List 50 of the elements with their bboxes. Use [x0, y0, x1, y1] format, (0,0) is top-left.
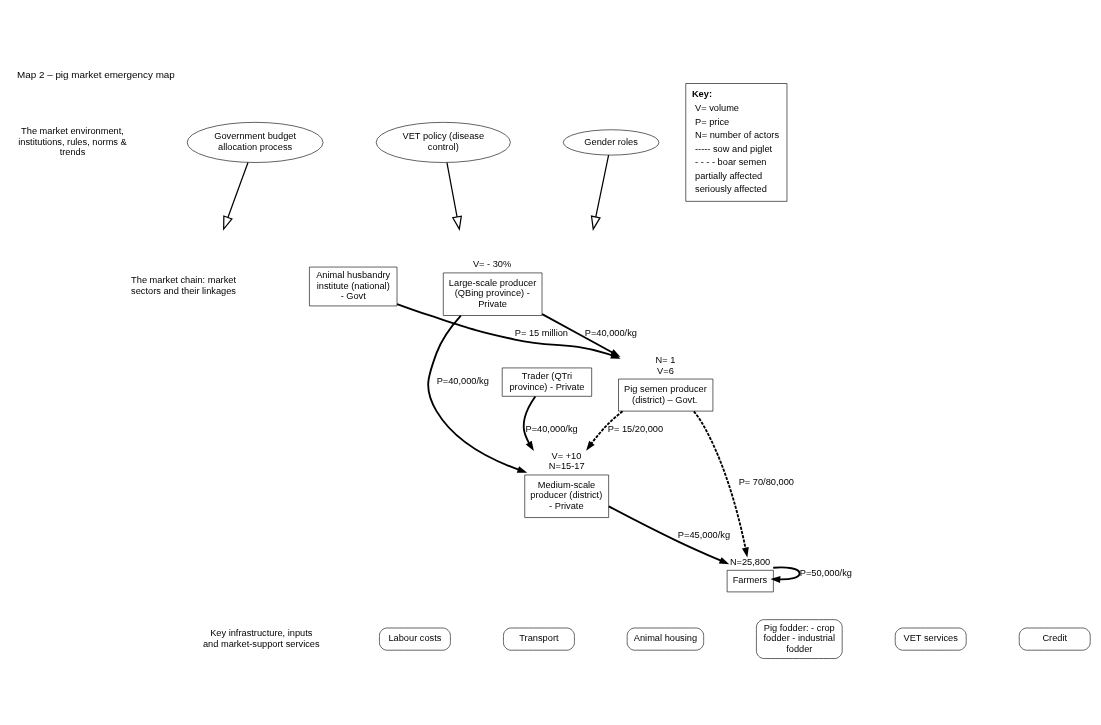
node-box: Medium-scale producer (district) - Private — [524, 474, 609, 518]
arrow — [607, 504, 730, 564]
legend-label: - - - - boar semen — [695, 156, 767, 167]
node-label: V= +10 — [551, 450, 582, 461]
legend-label: ----- sow and piglet — [695, 143, 773, 154]
node-label: V= - 30% — [472, 258, 512, 269]
label: The market environment, institutions, rules, norms & trends — [18, 125, 127, 157]
node-label: N=25,800 — [729, 556, 771, 567]
legend-label: seriously affected — [695, 183, 767, 194]
node-box: Animal housing — [626, 627, 704, 650]
edge-label: P= 15 million — [514, 327, 569, 338]
node-ellipse: Gender roles — [562, 128, 660, 155]
edge-label: P= 70/80,000 — [738, 476, 794, 487]
node-ellipse: Government budget allocation process — [186, 121, 324, 163]
arrow — [590, 154, 610, 231]
node-box: Animal husbandry institute (national) - Govt — [309, 266, 398, 306]
node-box: Pig semen producer (district) – Govt. — [618, 378, 714, 411]
node-label: V=6 — [657, 364, 674, 375]
node-ellipse: VET policy (disease control) — [375, 121, 511, 163]
edge-label: P=40,000/kg — [525, 423, 578, 434]
diagram-title: Map 2 – pig market emergency map — [17, 68, 175, 80]
node-box: Credit — [1018, 627, 1091, 650]
arrow — [427, 314, 528, 473]
node-label: N=15-17 — [548, 460, 585, 471]
arrow — [446, 161, 463, 231]
arrow — [586, 409, 624, 451]
arrow — [522, 395, 537, 451]
label: Key: — [691, 88, 712, 99]
node-box: Trader (QTri province) - Private — [501, 367, 592, 397]
node-label: N= 1 — [655, 354, 676, 365]
node-box: Farmers — [726, 569, 774, 592]
edge-label: P=40,000/kg — [584, 327, 637, 338]
label: Key infrastructure, inputs and market-support services — [202, 627, 320, 648]
legend-label: P= price — [695, 116, 730, 127]
arrow — [770, 565, 801, 583]
arrow — [223, 161, 249, 231]
node-box: VET services — [894, 627, 967, 650]
edge-label: P=40,000/kg — [436, 375, 489, 386]
legend-label: V= volume — [695, 102, 739, 113]
label: The market chain: market sectors and their linkages — [131, 274, 236, 296]
legend-label: N= number of actors — [695, 129, 780, 140]
edge-label: P=45,000/kg — [677, 529, 731, 540]
arrow — [692, 409, 749, 557]
node-box: Transport — [503, 627, 575, 650]
node-box: Labour costs — [379, 627, 451, 650]
node-box: Large-scale producer (QBing province) - Private — [443, 272, 543, 316]
node-box: Pig fodder: - crop fodder - industrial fodder — [756, 618, 843, 659]
edge-label: P= 15/20,000 — [607, 423, 664, 434]
edge-label: P=50,000/kg — [799, 567, 852, 578]
legend-label: partially affected — [695, 170, 763, 181]
